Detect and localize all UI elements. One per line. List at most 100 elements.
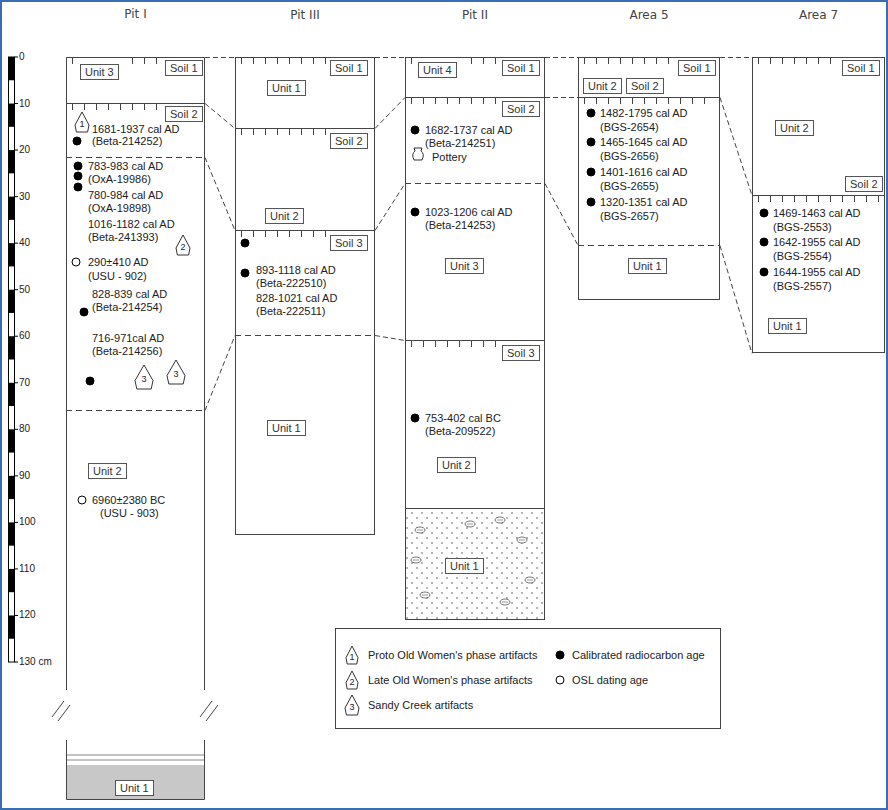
soil-tick — [289, 57, 290, 64]
unit-label: Unit 2 — [93, 465, 122, 477]
soil-tick — [241, 128, 242, 135]
soil-tick — [782, 195, 783, 202]
column-heading: Pit III — [236, 8, 374, 22]
gravel-pebble — [500, 599, 510, 605]
column-outline — [67, 58, 205, 691]
date-label: (OxA-19898) — [88, 202, 151, 214]
date-label: (Beta-209522) — [425, 425, 495, 437]
unit-label-box: Unit 2 — [437, 457, 476, 473]
soil-tick — [325, 57, 326, 64]
soil-tick — [411, 340, 412, 347]
soil-tick — [447, 340, 448, 347]
gravel-pebble — [415, 527, 425, 533]
unit-label: Unit 2 — [588, 80, 617, 92]
scale-segment — [9, 150, 15, 173]
scale-tick — [15, 615, 19, 616]
scale-number: 110 — [19, 563, 35, 575]
date-label: (USU - 902) — [88, 270, 147, 282]
soil-tick — [668, 97, 669, 104]
soil-tick — [692, 97, 693, 104]
date-label: (BGS-2554) — [773, 250, 832, 262]
soil-tick — [423, 97, 424, 104]
date-label: 1023-1206 cal AD — [425, 206, 512, 218]
scale-number: 90 — [19, 470, 30, 482]
soil-tick — [782, 57, 783, 64]
soil-tick — [411, 97, 412, 104]
gravel-pebble — [411, 557, 421, 563]
radiocarbon-dot — [411, 126, 419, 134]
gravel-pebble — [495, 517, 505, 523]
date-label: (Beta-241393) — [88, 231, 158, 243]
scale-segment — [9, 243, 15, 266]
unit-label: Unit 3 — [85, 66, 114, 78]
scale-number: 100 — [19, 516, 36, 528]
unit-label-box: Unit 1 — [628, 258, 667, 274]
pebble-hatch — [413, 560, 419, 561]
date-label: (BGS-2553) — [773, 221, 832, 233]
radiocarbon-dot — [587, 109, 595, 117]
unit-label: Soil 1 — [847, 62, 875, 74]
unit-label-box: Soil 3 — [330, 235, 368, 251]
layer-boundary — [405, 340, 545, 341]
soil-tick — [471, 340, 472, 347]
soil-tick — [265, 230, 266, 237]
scale-tick — [15, 336, 19, 337]
soil-tick — [156, 103, 157, 110]
unit-label-box: Soil 1 — [678, 60, 716, 76]
date-label: (BGS-2655) — [600, 180, 659, 192]
unit-label: Unit 1 — [272, 82, 301, 94]
radiocarbon-dot — [241, 269, 249, 277]
correlation-line — [375, 98, 405, 129]
legend-text: OSL dating age — [572, 674, 648, 686]
soil-tick — [806, 195, 807, 202]
callout-number: 2 — [176, 242, 190, 252]
correlation-line — [205, 158, 235, 231]
legend-text: Calibrated radiocarbon age — [572, 649, 705, 661]
column-heading: Area 7 — [753, 8, 884, 22]
unit-label: Unit 2 — [270, 210, 299, 222]
date-label: 893-1118 cal AD — [256, 264, 336, 276]
gravel-fill — [405, 508, 545, 620]
scale-segment — [9, 57, 15, 80]
soil-tick — [596, 97, 597, 104]
soil-tick — [830, 195, 831, 202]
callout-number: 1 — [75, 119, 89, 129]
radiocarbon-dot — [760, 238, 768, 246]
radiocarbon-dot — [74, 162, 82, 170]
soil-tick — [866, 195, 867, 202]
soil-tick — [253, 128, 254, 135]
soil-tick — [644, 97, 645, 104]
unit-label-box: Soil 2 — [502, 101, 540, 117]
pottery-symbol — [413, 148, 424, 160]
date-label: 1465-1645 cal AD — [600, 136, 687, 148]
layer-boundary — [578, 97, 720, 98]
bedrock-fill — [67, 765, 205, 800]
soil-tick — [818, 195, 819, 202]
correlation-line — [545, 57, 578, 58]
soil-tick — [495, 57, 496, 64]
date-label: 1681-1937 cal AD — [92, 123, 179, 135]
scale-segment — [9, 290, 15, 313]
date-label: 716-971cal AD — [92, 332, 164, 344]
unit-label-box: Unit 4 — [418, 62, 457, 78]
date-label: (Beta-214254) — [92, 301, 162, 313]
soil-tick — [241, 230, 242, 237]
pebble-hatch — [417, 530, 423, 531]
legend-text: Proto Old Women's phase artifacts — [368, 649, 537, 661]
soil-tick — [313, 128, 314, 135]
unit-label: Soil 1 — [683, 62, 711, 74]
artifact-symbol — [346, 671, 358, 689]
scale-segment — [9, 615, 15, 638]
layer-line — [67, 755, 205, 760]
soil-tick — [495, 340, 496, 347]
callout-number: 3 — [137, 374, 151, 384]
radiocarbon-dot — [86, 377, 94, 385]
radiocarbon-dot — [587, 198, 595, 206]
radiocarbon-dot — [74, 183, 82, 191]
date-label: 1016-1182 cal AD — [88, 218, 175, 230]
unit-label-box: Soil 2 — [845, 176, 883, 192]
unit-label: Soil 2 — [850, 178, 878, 190]
scale-bar — [9, 57, 15, 662]
